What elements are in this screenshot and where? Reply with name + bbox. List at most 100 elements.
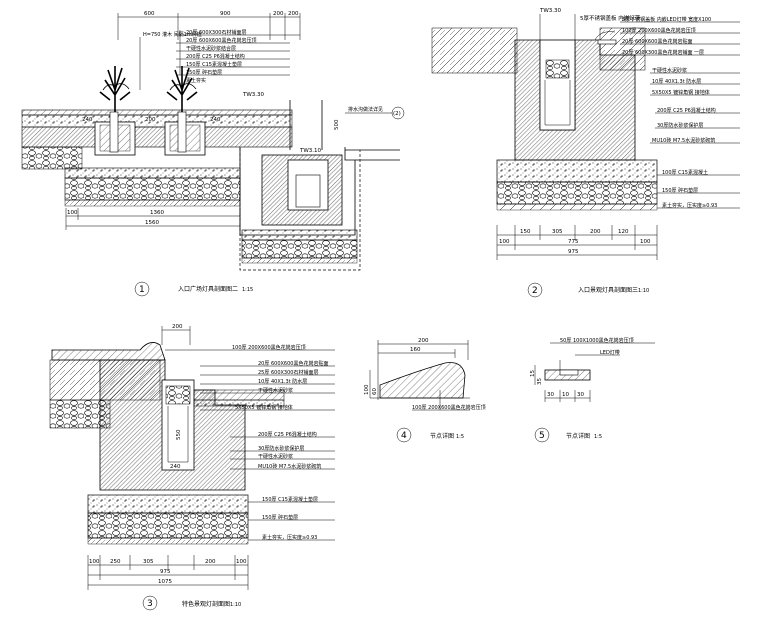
- s4-side-dim-60: 60: [372, 388, 378, 395]
- s1-dim-600: 600: [144, 11, 155, 17]
- s1-note-shrub: H=750 灌木 间隔1m种植: [143, 31, 202, 38]
- s1-note-1: 20厚 600X300石材铺面层: [186, 29, 246, 36]
- s5-side-dim-35: 35: [537, 378, 543, 385]
- s2-dim-100b: 100: [640, 239, 651, 245]
- s2-note-9: 30厚防水砂浆保护层: [657, 122, 703, 129]
- s3-top-dim: 200: [172, 324, 183, 330]
- s3-note-4: 10厚 40X1.3t 防水层: [258, 378, 307, 385]
- s1-side-dim-2: 200: [145, 117, 156, 123]
- section-5: 50厚 100X1000黑色花岗岩压顶 LED灯带 15 35 30 10 30…: [530, 337, 655, 443]
- s1-note-5: 150厚 C15素混凝土垫层: [186, 61, 242, 68]
- s5-dim-30b: 30: [577, 392, 584, 398]
- s1-side-dim-4: 500: [334, 119, 340, 130]
- s1-ref-circle: (2): [393, 111, 401, 117]
- s3-number-circle: [142, 595, 158, 611]
- s1-dim-200a: 200: [273, 11, 284, 17]
- s2-number: 2: [532, 286, 538, 296]
- s2-caption: 入口景观灯具剖面图三: [578, 286, 638, 294]
- s3-scale: 1:10: [230, 602, 241, 608]
- s1-mark-tw1: TW3.30: [242, 92, 265, 98]
- s4-side-dim-100: 100: [364, 384, 370, 395]
- s5-caption: 节点详图: [566, 432, 590, 440]
- section-3: 200 100厚 200X600黑色花岗岩压顶 20厚 600X600黑色花岗岩…: [49, 324, 335, 611]
- s3-note-1: 100厚 200X600黑色花岗岩压顶: [232, 344, 306, 351]
- s1-mark-tw2: TW3.10: [299, 148, 322, 154]
- s2-note-1: 5厚不锈钢盖板 内嵌LED灯带 宽度X100: [622, 16, 711, 23]
- s3-note-6: 5X50X5 镀锌角钢 接地体: [235, 404, 293, 411]
- s3-note-9: 干硬性水泥砂浆: [258, 453, 293, 460]
- s4-number: 4: [401, 431, 407, 441]
- s4-top-dim: 200: [418, 338, 429, 344]
- s3-notes: 100厚 200X600黑色花岗岩压顶 20厚 600X600黑色花岗岩贴面 2…: [165, 344, 335, 541]
- s3-caption: 特色景观灯剖面图: [182, 600, 230, 608]
- s3-note-10: MU10砖 M7.5水泥砂浆砌筑: [258, 463, 321, 470]
- s1-note-2: 20厚 600X600黑色花岗岩压顶: [186, 37, 256, 44]
- s2-dim-975: 975: [568, 249, 579, 255]
- s2-note-3: 20厚 600X600黑色花岗岩贴面: [622, 38, 692, 45]
- s4-number-circle: [396, 427, 412, 443]
- s3-note-7: 200厚 C25 P6混凝土结构: [258, 431, 317, 438]
- s2-note-7: 5X50X5 镀锌角钢 接地体: [652, 89, 710, 96]
- s2-dim-200: 200: [590, 229, 601, 235]
- s2-scale: 1:10: [638, 288, 649, 294]
- s3-dim-200: 200: [205, 559, 216, 565]
- s2-note-8: 200厚 C25 P6混凝土结构: [657, 107, 716, 114]
- s2-dim-305: 305: [552, 229, 563, 235]
- s3-note-12: 150厚 碎石垫层: [262, 514, 298, 521]
- s1-dim-200b: 200: [288, 11, 299, 17]
- section-2: TW3.30 5厚不锈钢盖板 内嵌灯带 5厚不锈钢盖板 内嵌LED灯带 宽度X1…: [431, 8, 740, 298]
- s2-note-6: 10厚 40X1.3t 防水层: [652, 78, 701, 85]
- s1-bot-dim-1360: 1360: [150, 210, 164, 216]
- s3-dim-100b: 100: [236, 559, 247, 565]
- s3-note-3: 25厚 600X300石材铺面层: [258, 369, 318, 376]
- s1-note-7: 素土夯实: [186, 77, 206, 84]
- s2-top-label: TW3.30: [539, 8, 562, 14]
- s2-note-12: 150厚 碎石垫层: [662, 187, 698, 194]
- s1-ref-text: 排水沟做法详见: [348, 106, 383, 113]
- s2-note-2: 100厚 200X600黑色花岗岩压顶: [622, 27, 696, 34]
- section-4: 200 160 100 60 100厚 200X600黑色花岗岩压顶 4 节点详…: [364, 338, 486, 443]
- s1-number-circle: [134, 281, 150, 297]
- s4-note: 100厚 200X600黑色花岗岩压顶: [412, 404, 486, 411]
- s3-side-dim-240: 240: [170, 464, 181, 470]
- s1-note-6: 150厚 碎石垫层: [186, 69, 222, 76]
- s1-caption: 入口广场灯具剖面图二: [178, 285, 238, 293]
- s3-note-11: 150厚 C15素混凝土垫层: [262, 496, 318, 503]
- section-1: 600 900 200 200: [21, 11, 405, 297]
- s1-side-dim-3: 240: [210, 117, 221, 123]
- s2-note-4: 20厚 600X300黑色花岗岩铺面 一层: [622, 49, 704, 56]
- s3-note-8: 30厚防水砂浆保护层: [258, 445, 304, 452]
- s2-note-13: 素土夯实，压实度≥0.93: [662, 202, 717, 209]
- s1-dim-900: 900: [220, 11, 231, 17]
- s2-note-10: MU10砖 M7.5水泥砂浆砌筑: [652, 137, 715, 144]
- s5-number-circle: [534, 427, 550, 443]
- s5-dim-10: 10: [562, 392, 569, 398]
- s2-dim-100a: 100: [499, 239, 510, 245]
- s5-dim-30a: 30: [547, 392, 554, 398]
- s2-dim-150: 150: [520, 229, 531, 235]
- s1-note-4: 200厚 C25 P6混凝土结构: [186, 53, 245, 60]
- s1-note-3: 干硬性水泥砂浆结合层: [186, 45, 236, 52]
- s3-dim-250: 250: [110, 559, 121, 565]
- s2-top-right: 5厚不锈钢盖板 内嵌灯带: [580, 14, 641, 22]
- s1-bot-dim-100: 100: [67, 210, 78, 216]
- s1-side-dim-1: 240: [82, 117, 93, 123]
- s2-dim-775: 775: [568, 239, 579, 245]
- s5-led: LED灯带: [600, 349, 620, 356]
- s2-number-circle: [527, 282, 543, 298]
- s3-dim-975: 975: [160, 569, 171, 575]
- shrub-icon: [166, 66, 198, 112]
- s5-note: 50厚 100X1000黑色花岗岩压顶: [560, 337, 634, 344]
- s3-side-dim-550: 550: [176, 429, 182, 440]
- shrub-icon: [99, 66, 131, 112]
- s3-dim-100a: 100: [89, 559, 100, 565]
- s3-number: 3: [147, 599, 153, 609]
- s5-side-dim-15: 15: [530, 370, 536, 377]
- s3-note-5: 干硬性水泥砂浆: [258, 387, 293, 394]
- s4-mid-dim: 160: [410, 347, 421, 353]
- s3-note-13: 素土夯实，压实度≥0.93: [262, 534, 317, 541]
- s2-notes: 5厚不锈钢盖板 内嵌LED灯带 宽度X100 100厚 200X600黑色花岗岩…: [620, 16, 740, 209]
- s3-dim-305: 305: [143, 559, 154, 565]
- s4-scale: 1:5: [456, 434, 464, 440]
